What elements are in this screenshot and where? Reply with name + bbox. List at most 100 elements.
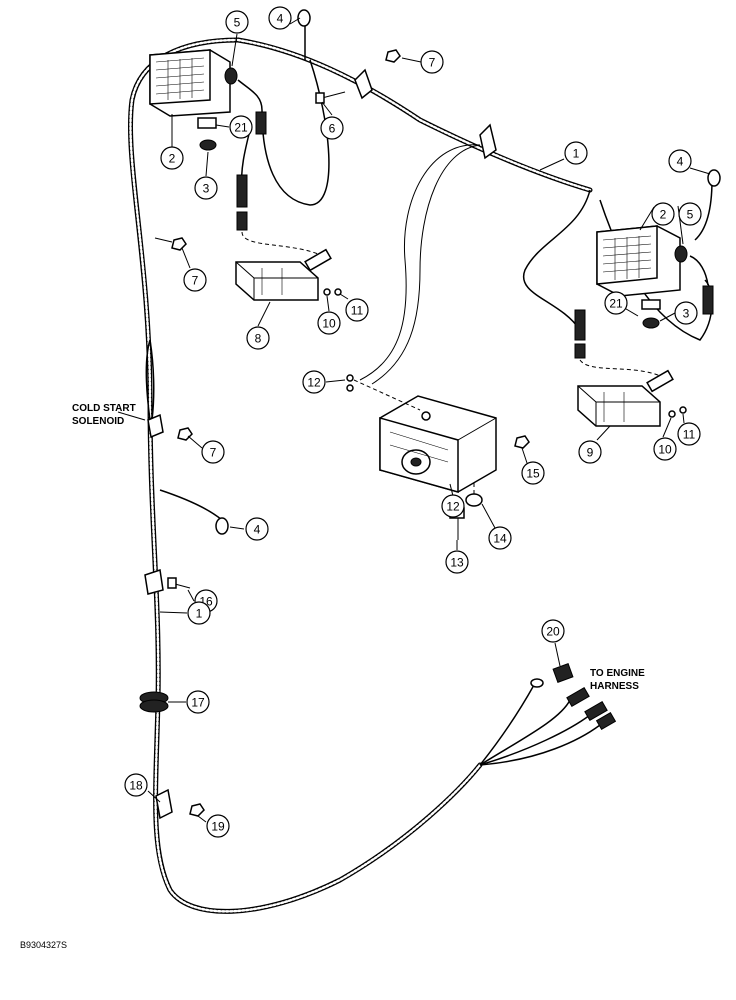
callout-circle [678,202,702,226]
horn-bracket [346,374,497,493]
callout-c1a: 1 [564,141,588,165]
callout-circle [160,146,184,170]
callout-number: 21 [234,121,248,135]
callout-c4b: 4 [668,149,692,173]
callout-c15: 15 [521,461,545,485]
main-harness [128,37,593,914]
callout-number: 12 [307,376,321,390]
cold-start-branch [145,339,155,421]
callout-circle [183,268,207,292]
callout-number: 3 [683,307,690,321]
callout-circle [420,50,444,74]
callout-c8: 8 [246,326,270,350]
callout-c11a: 11 [345,298,369,322]
callout-number: 8 [255,332,262,346]
figure-id: B9304327S [20,940,67,950]
callout-number: 11 [683,428,696,442]
callout-circle [302,370,326,394]
callout-circle [604,291,628,315]
callout-number: 9 [587,446,594,460]
callout-c7a: 7 [420,50,444,74]
callout-c11b: 11 [677,422,701,446]
callout-c17: 17 [186,690,210,714]
callout-number: 7 [429,56,436,70]
callout-number: 7 [210,446,217,460]
callout-number: 7 [192,274,199,288]
callout-circle [187,601,211,625]
callout-circle [320,116,344,140]
callout-number: 4 [277,12,284,26]
callout-circle [229,115,253,139]
callout-number: 4 [254,523,261,537]
to-engine-label-line2: HARNESS [590,681,639,692]
callout-circle [564,141,588,165]
callout-number: 14 [493,532,507,546]
callout-c1b: 1 [187,601,211,625]
callout-circle [651,202,675,226]
cold-start-label-line2: SOLENOID [72,416,124,427]
engine-harness-breakout [479,663,617,766]
callout-circle [225,10,249,34]
callout-circle [441,494,465,518]
callout-circle [653,437,677,461]
callout-number: 5 [687,208,694,222]
callout-number: 10 [322,317,336,331]
callout-c2a: 2 [160,146,184,170]
callout-number: 18 [129,779,143,793]
to-engine-label-line1: TO ENGINE [590,668,645,679]
callout-circle [124,773,148,797]
callout-c19: 19 [206,814,230,838]
callout-c12b: 12 [441,494,465,518]
callout-circle [541,619,565,643]
callout-number: 10 [658,443,672,457]
callout-c18: 18 [124,773,148,797]
callout-circle [677,422,701,446]
right-rear-lamp [577,369,687,427]
callout-number: 15 [526,467,540,481]
callout-c10b: 10 [653,437,677,461]
callout-number: 21 [609,297,623,311]
callout-c14: 14 [488,526,512,550]
callout-circle [445,550,469,574]
callout-c5a: 5 [225,10,249,34]
callout-number: 1 [196,607,203,621]
cold-start-label-line1: COLD START [72,403,136,414]
callout-number: 11 [351,304,364,318]
callout-c10a: 10 [317,311,341,335]
callout-circle [521,461,545,485]
callout-circle [578,440,602,464]
callout-number: 1 [573,147,580,161]
callout-c6: 6 [320,116,344,140]
leader-lines [117,17,711,823]
callout-circle [194,176,218,200]
callout-c20: 20 [541,619,565,643]
callout-number: 20 [546,625,560,639]
callout-c7c: 7 [201,440,225,464]
callout-c12a: 12 [302,370,326,394]
callout-c4a: 4 [268,6,292,30]
callout-circle [268,6,292,30]
callout-c13: 13 [445,550,469,574]
callout-c7b: 7 [183,268,207,292]
callout-circle [201,440,225,464]
callout-number: 3 [203,182,210,196]
callout-circle [488,526,512,550]
callout-c21b: 21 [604,291,628,315]
callout-circle [186,690,210,714]
callout-number: 13 [450,556,464,570]
callout-number: 2 [169,152,176,166]
callout-circle [245,517,269,541]
callout-circle [668,149,692,173]
callout-circle [206,814,230,838]
callout-number: 12 [446,500,460,514]
left-work-lamp [149,49,238,151]
callout-number: 6 [329,122,336,136]
callout-c9: 9 [578,440,602,464]
callout-circle [317,311,341,335]
callout-circle [345,298,369,322]
callout-circle [674,301,698,325]
callout-number: 2 [660,208,667,222]
callout-circle [246,326,270,350]
